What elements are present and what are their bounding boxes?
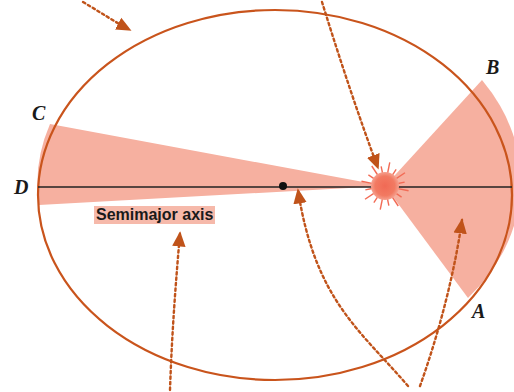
axis-label: Semimajor axis <box>94 206 215 224</box>
sun <box>361 162 408 209</box>
orbit-ellipse <box>38 10 512 380</box>
point-label: C <box>32 102 45 125</box>
leader-line <box>83 2 130 30</box>
swept-area <box>37 124 385 205</box>
leader-line <box>170 233 180 390</box>
leader-line <box>322 2 378 168</box>
leader-line <box>420 220 462 386</box>
point-label: B <box>486 56 499 79</box>
leader-line <box>298 190 408 386</box>
point-label: A <box>472 300 485 323</box>
point-label: D <box>14 176 28 199</box>
center-dot <box>279 182 287 190</box>
major-axis <box>38 186 512 187</box>
